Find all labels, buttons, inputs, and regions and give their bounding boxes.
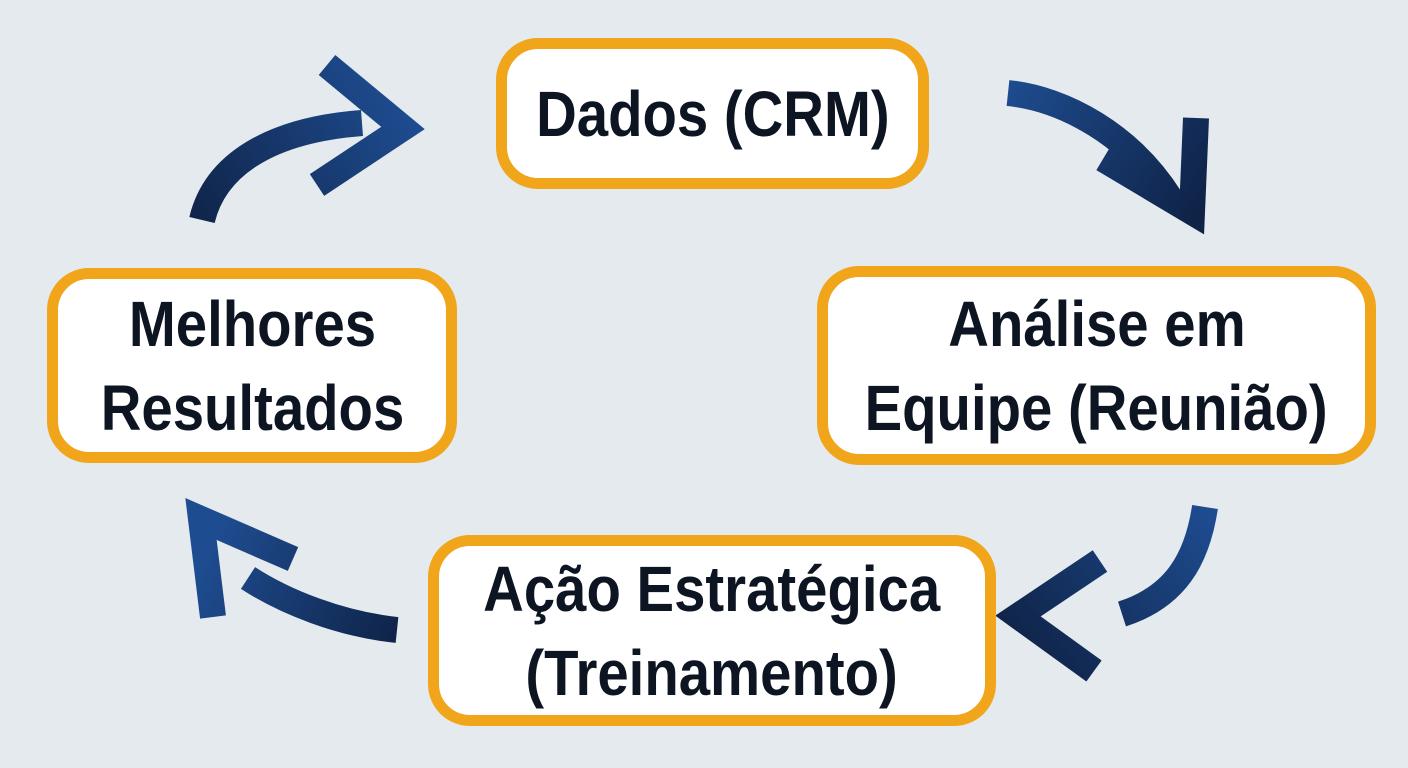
arrow-melhores-to-dados-icon (189, 54, 425, 224)
arrow-head (995, 550, 1108, 682)
arrow-analise-to-acao-icon (995, 504, 1218, 682)
arrow-head (309, 54, 425, 196)
arrow-acao-to-melhores-icon (185, 498, 399, 643)
arrow-head (185, 498, 299, 619)
node-melhores-label-line1: Melhores (128, 287, 376, 360)
node-acao-estrategica: Ação Estratégica (Treinamento) (428, 535, 996, 726)
arrow-dados-to-analise-icon (1006, 80, 1209, 235)
node-analise-label-line1: Análise em (947, 287, 1246, 360)
arrow-tail (240, 567, 399, 643)
node-acao-label-line2: (Treinamento) (525, 636, 899, 709)
node-analise-em-equipe: Análise em Equipe (Reunião) (817, 266, 1376, 465)
arrow-head (1096, 117, 1209, 235)
node-dados-crm-label: Dados (CRM) (535, 77, 890, 150)
node-melhores-label-line2: Resultados (100, 371, 404, 444)
arrow-tail (1117, 504, 1218, 627)
node-dados-crm: Dados (CRM) (496, 38, 929, 189)
node-melhores-resultados: Melhores Resultados (47, 268, 457, 463)
arrow-tail (189, 110, 364, 224)
node-acao-label-line1: Ação Estratégica (483, 552, 941, 625)
node-analise-label-line2: Equipe (Reunião) (864, 371, 1329, 444)
